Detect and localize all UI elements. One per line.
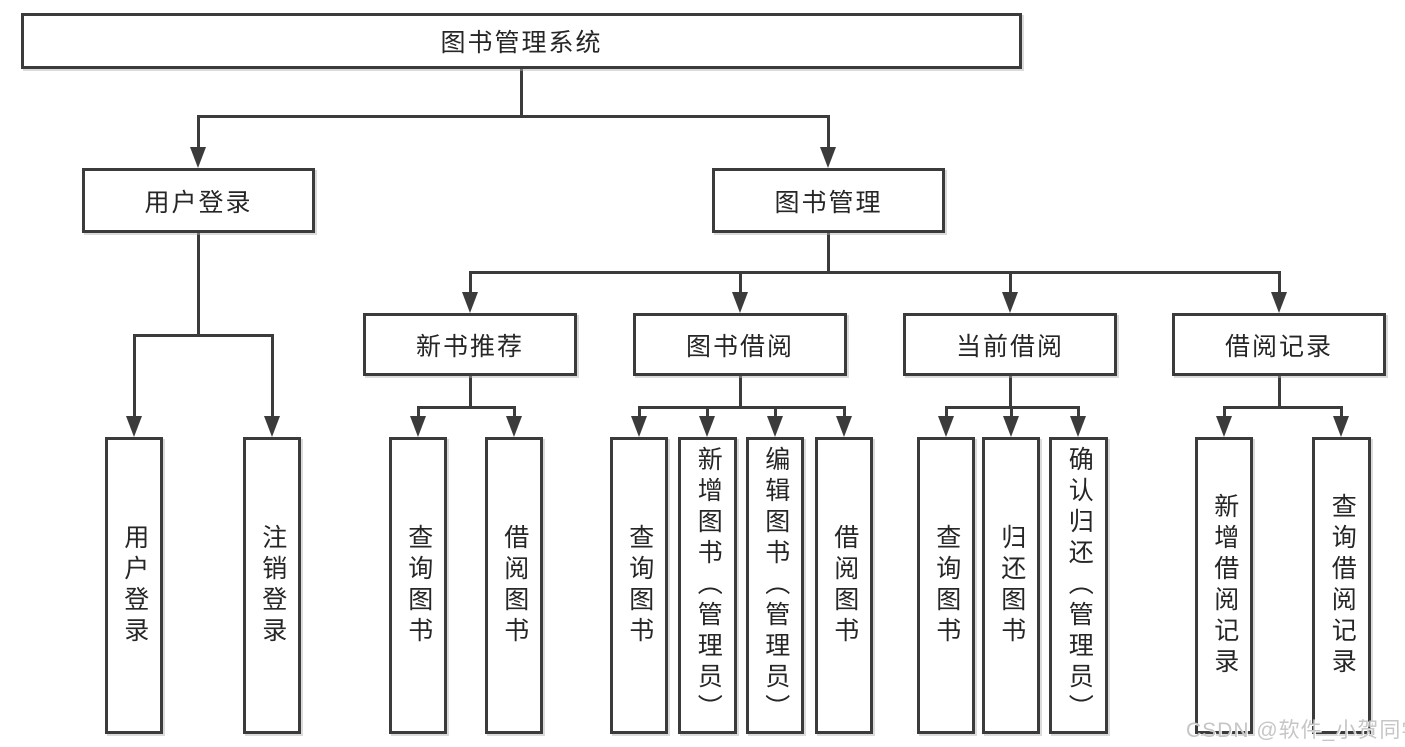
connector-line	[774, 406, 777, 417]
node-book-mgmt: 图书管理	[712, 168, 945, 233]
leaf-br-add-record: 新增借阅记录	[1195, 437, 1253, 734]
connector-line	[469, 376, 472, 409]
arrow-down-icon	[820, 147, 836, 168]
node-borrow-record-label: 借阅记录	[1224, 332, 1333, 361]
connector-line	[1010, 406, 1013, 417]
connector-line	[1077, 406, 1080, 417]
leaf-cb-return-books: 归还图书	[982, 437, 1040, 734]
arrow-down-icon	[190, 147, 206, 168]
leaf-bb-query-books: 查询图书	[610, 437, 668, 734]
connector-line	[1009, 271, 1012, 293]
node-user-login: 用户登录	[82, 168, 315, 233]
leaf-logout-label: 注销登录	[258, 523, 287, 648]
arrow-down-icon	[126, 416, 142, 437]
arrow-down-icon	[410, 416, 426, 437]
connector-line	[1223, 406, 1343, 409]
leaf-cb-query-books: 查询图书	[917, 437, 975, 734]
arrow-down-icon	[699, 416, 715, 437]
arrow-down-icon	[264, 416, 280, 437]
arrow-down-icon	[938, 416, 954, 437]
arrow-down-icon	[462, 292, 478, 313]
connector-line	[197, 233, 200, 337]
leaf-bb-edit-books-label: 编辑图书（管理员）	[761, 446, 790, 725]
connector-line	[520, 69, 523, 118]
connector-line	[469, 271, 472, 293]
leaf-bb-edit-books: 编辑图书（管理员）	[746, 437, 804, 734]
arrow-down-icon	[631, 416, 647, 437]
connector-line	[133, 334, 274, 337]
connector-line	[945, 406, 948, 417]
leaf-nb-query-books-label: 查询图书	[404, 523, 433, 648]
node-current-borrow-label: 当前借阅	[955, 332, 1064, 361]
leaf-cb-confirm-return: 确认归还（管理员）	[1049, 437, 1108, 734]
connector-line	[133, 334, 136, 417]
leaf-br-add-record-label: 新增借阅记录	[1210, 492, 1239, 679]
connector-line	[827, 233, 830, 273]
leaf-nb-query-books: 查询图书	[389, 437, 447, 734]
connector-line	[1340, 406, 1343, 417]
connector-line	[1223, 406, 1226, 417]
arrow-down-icon	[1333, 416, 1349, 437]
node-root-label: 图书管理系统	[440, 29, 603, 57]
leaf-bb-borrow-books-label: 借阅图书	[830, 523, 859, 648]
node-book-borrow: 图书借阅	[633, 313, 847, 376]
connector-line	[417, 406, 516, 409]
leaf-br-query-record-label: 查询借阅记录	[1328, 492, 1357, 679]
connector-line	[706, 406, 709, 417]
leaf-bb-borrow-books: 借阅图书	[815, 437, 873, 734]
connector-line	[638, 406, 846, 409]
connector-line	[827, 115, 830, 147]
leaf-br-query-record: 查询借阅记录	[1312, 437, 1371, 734]
node-book-mgmt-label: 图书管理	[774, 188, 883, 217]
connector-line	[1009, 376, 1012, 409]
node-current-borrow: 当前借阅	[903, 313, 1117, 376]
connector-line	[638, 406, 641, 417]
arrow-down-icon	[767, 416, 783, 437]
connector-line	[197, 115, 829, 118]
connector-line	[271, 334, 274, 417]
leaf-user-login-label: 用户登录	[120, 523, 149, 648]
csdn-watermark: CSDN @软件_小贺同学	[1186, 719, 1405, 742]
connector-line	[843, 406, 846, 417]
node-root: 图书管理系统	[21, 13, 1022, 69]
connector-line	[1278, 376, 1281, 409]
arrow-down-icon	[1216, 416, 1232, 437]
arrow-down-icon	[1002, 292, 1018, 313]
leaf-nb-borrow-books-label: 借阅图书	[500, 523, 529, 648]
arrow-down-icon	[1003, 416, 1019, 437]
connector-line	[739, 271, 742, 293]
leaf-bb-query-books-label: 查询图书	[625, 523, 654, 648]
leaf-bb-add-books: 新增图书（管理员）	[678, 437, 737, 734]
connector-line	[739, 376, 742, 409]
connector-line	[1278, 271, 1281, 293]
node-new-book-rec-label: 新书推荐	[415, 332, 524, 361]
node-new-book-rec: 新书推荐	[363, 313, 577, 376]
node-borrow-record: 借阅记录	[1172, 313, 1386, 376]
arrow-down-icon	[1271, 292, 1287, 313]
leaf-cb-return-books-label: 归还图书	[997, 523, 1026, 648]
connector-line	[513, 406, 516, 417]
leaf-logout: 注销登录	[243, 437, 301, 734]
arrow-down-icon	[1070, 416, 1086, 437]
connector-line	[469, 271, 1281, 274]
connector-line	[417, 406, 420, 417]
leaf-nb-borrow-books: 借阅图书	[485, 437, 543, 734]
arrow-down-icon	[506, 416, 522, 437]
node-book-borrow-label: 图书借阅	[685, 332, 794, 361]
leaf-bb-add-books-label: 新增图书（管理员）	[694, 446, 723, 725]
connector-line	[197, 115, 200, 147]
node-user-login-label: 用户登录	[144, 188, 253, 217]
leaf-cb-query-books-label: 查询图书	[932, 523, 961, 648]
leaf-user-login: 用户登录	[105, 437, 163, 734]
leaf-cb-confirm-return-label: 确认归还（管理员）	[1065, 446, 1094, 725]
arrow-down-icon	[836, 416, 852, 437]
arrow-down-icon	[732, 292, 748, 313]
